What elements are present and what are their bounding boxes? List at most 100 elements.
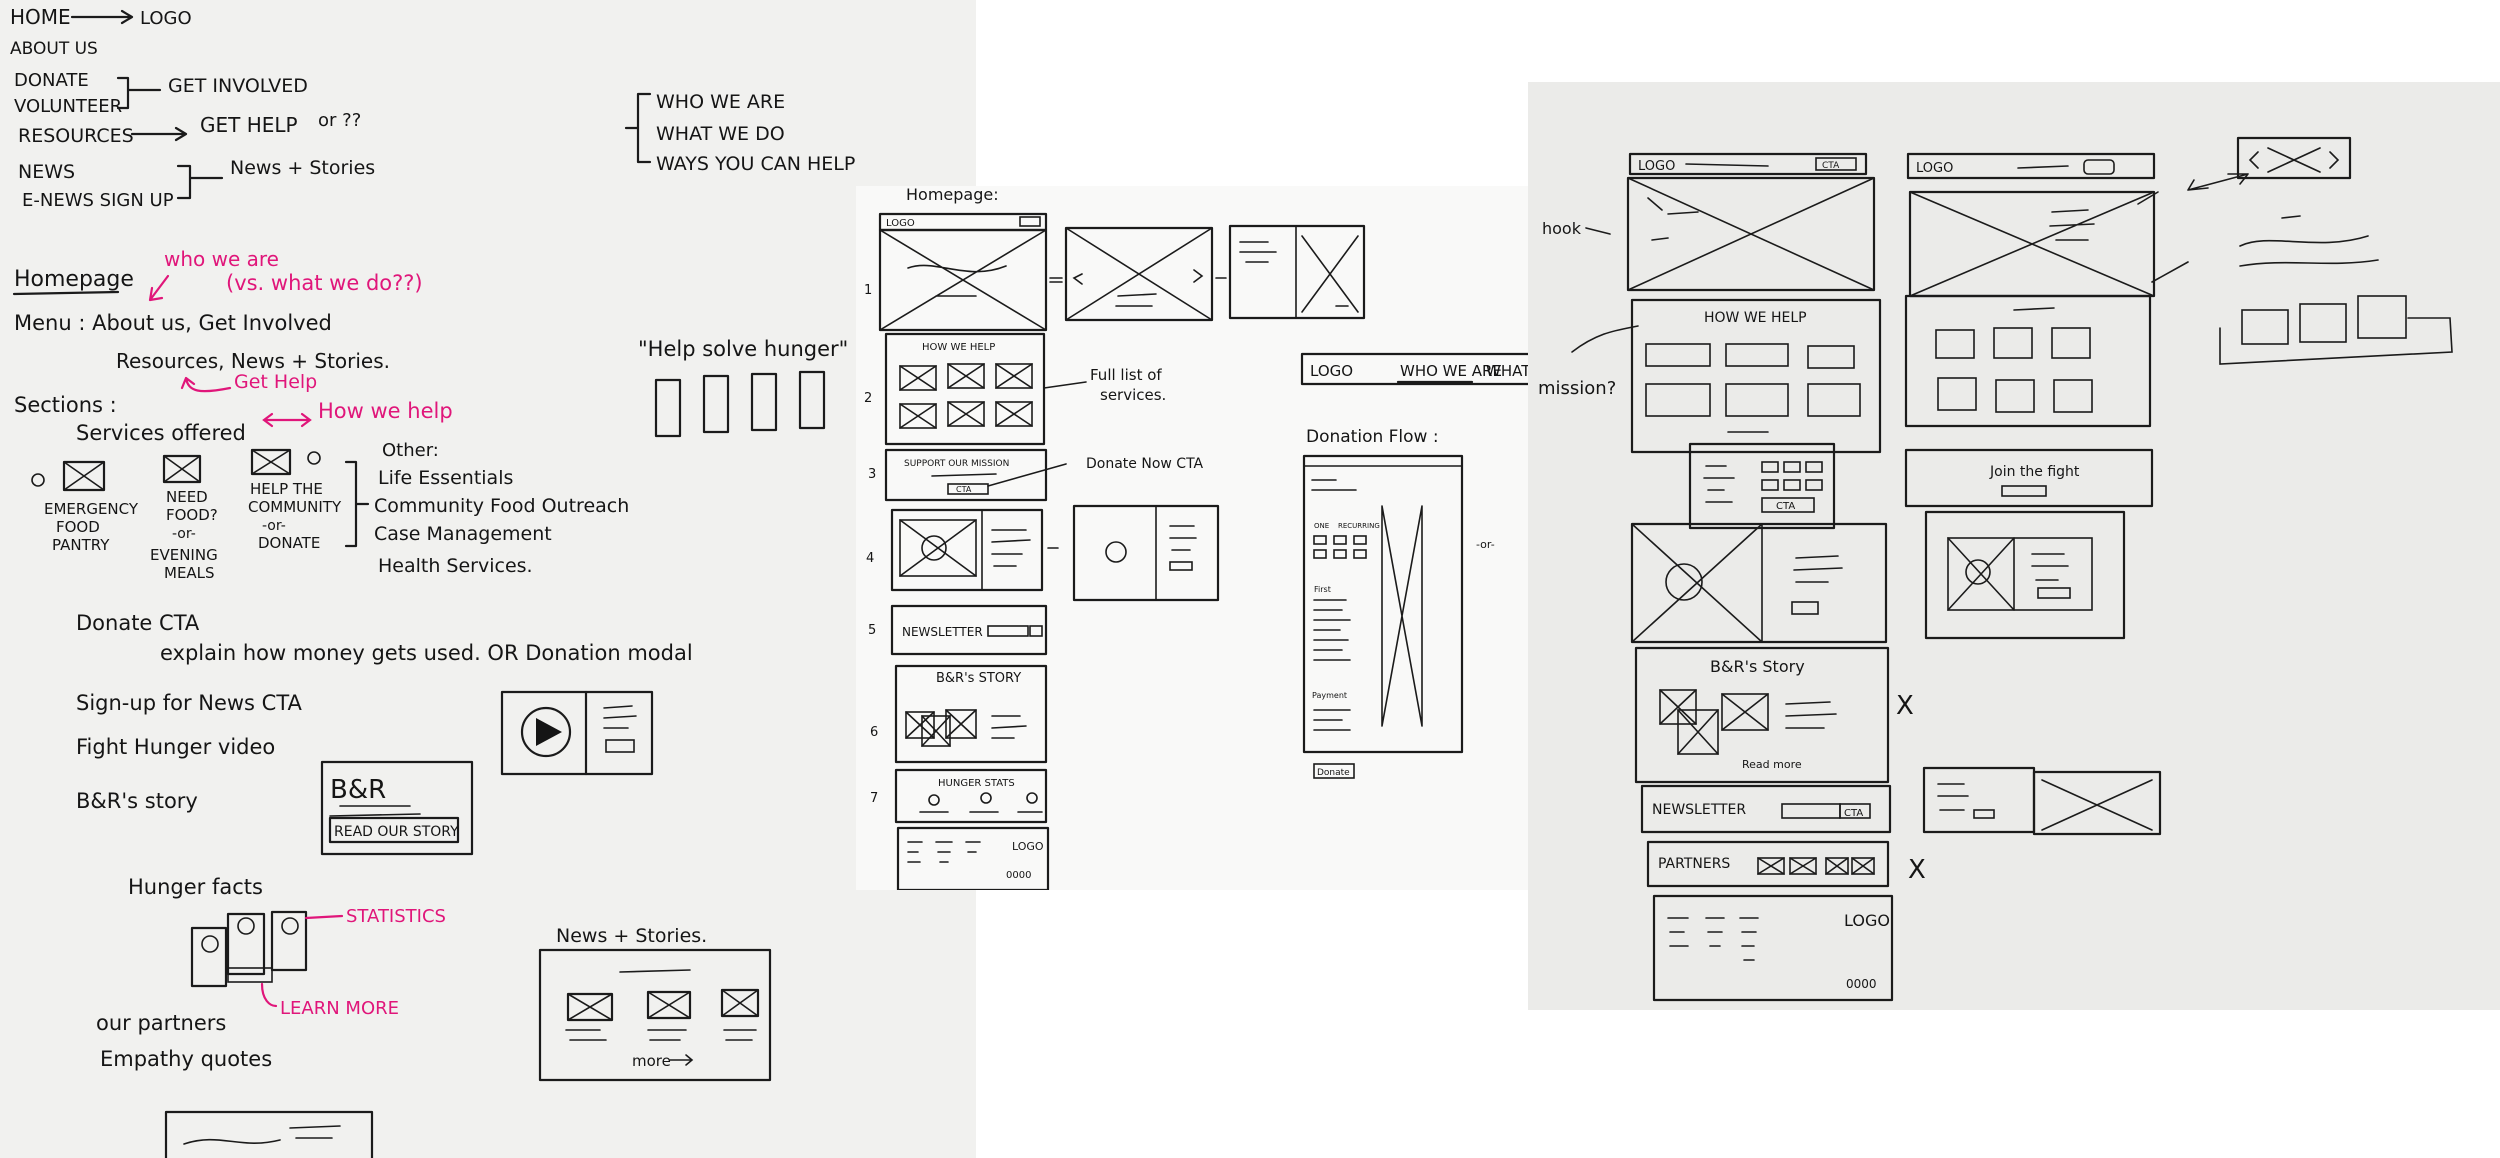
wf-full-list: Full list of: [1090, 366, 1162, 384]
wf-footer-logo: LOGO: [1012, 840, 1044, 853]
donate-cta: Donate CTA: [76, 611, 200, 635]
explain-note: explain how money gets used. OR Donation…: [160, 641, 693, 665]
learn-more-note: LEARN MORE: [280, 998, 399, 1019]
hunger-facts: Hunger facts: [128, 875, 263, 899]
get-help-note: Get Help: [234, 371, 317, 393]
about-ways: WAYS YOU CAN HELP: [656, 153, 855, 175]
mobile-drawing: LOGO CTA hook mission? HOW WE HELP CTA B…: [1538, 136, 2453, 1002]
br-story-note: B&R's story: [76, 789, 198, 813]
about-what: WHAT WE DO: [656, 123, 785, 145]
m-br-story: B&R's Story: [1710, 657, 1805, 676]
sitemap-or: or ??: [318, 110, 361, 131]
wf-services: services.: [1100, 386, 1166, 404]
row-6: 6: [870, 725, 878, 740]
m-cta: CTA: [1822, 161, 1840, 171]
m-logo: LOGO: [1638, 159, 1675, 174]
donation-flow-title: Donation Flow :: [1306, 427, 1439, 447]
services-offered: Services offered: [76, 421, 246, 445]
wf-br-story: B&R's STORY: [936, 671, 1021, 686]
notes-sheet: HOME LOGO ABOUT US DONATE VOLUNTEER GET …: [0, 0, 976, 1158]
svc-community: COMMUNITY: [248, 498, 342, 516]
help-solve-hunger: "Help solve hunger": [638, 337, 848, 361]
wf-footer-icons: 0000: [1006, 870, 1031, 881]
svc-evening: EVENING: [150, 546, 218, 564]
svc-pantry: PANTRY: [52, 536, 110, 554]
m-cta2: CTA: [1776, 501, 1795, 512]
other-1: Community Food Outreach: [374, 495, 629, 517]
other-0: Life Essentials: [378, 467, 513, 489]
m-mission: mission?: [1538, 378, 1616, 399]
sitemap-logo: LOGO: [140, 8, 192, 29]
news-more: more: [632, 1052, 671, 1070]
sections-label: Sections :: [14, 393, 117, 417]
row-7: 7: [870, 791, 878, 806]
sitemap-news: NEWS: [18, 161, 75, 183]
nav-logo: LOGO: [1310, 362, 1353, 380]
statistics-note: STATISTICS: [346, 906, 446, 927]
wf-hunger-stats: HUNGER STATS: [938, 778, 1015, 789]
sitemap-donate: DONATE: [14, 70, 89, 91]
svc-emergency: EMERGENCY: [44, 500, 139, 518]
br-box-title: B&R: [330, 775, 386, 805]
homepage-title: Homepage: [14, 267, 134, 292]
df-or: -or-: [1476, 538, 1495, 551]
svc-meals: MEALS: [164, 564, 215, 582]
our-partners: our partners: [96, 1011, 226, 1035]
sitemap-volunteer: VOLUNTEER: [14, 96, 122, 117]
wf-donate-now: Donate Now CTA: [1086, 456, 1204, 472]
about-who: WHO WE ARE: [656, 91, 785, 113]
other-label: Other:: [382, 440, 439, 461]
row-3: 3: [868, 467, 876, 482]
m-partners: PARTNERS: [1658, 856, 1730, 872]
sitemap-get-help: GET HELP: [200, 113, 298, 137]
how-we-help-note: How we help: [318, 399, 453, 423]
df-payment: Payment: [1312, 691, 1347, 700]
row-4: 4: [866, 551, 874, 566]
svc-need: NEED: [166, 488, 208, 506]
vs-note: (vs. what we do??): [226, 271, 423, 295]
wf-support: SUPPORT OUR MISSION: [904, 459, 1009, 469]
other-2: Case Management: [374, 523, 552, 545]
wf-newsletter: NEWSLETTER: [902, 625, 983, 639]
row-5: 5: [868, 623, 876, 638]
menu-line: Menu : About us, Get Involved: [14, 311, 332, 335]
m-join-fight: Join the fight: [1989, 464, 2080, 480]
news-stories-title: News + Stories.: [556, 925, 707, 947]
who-we-are-note: who we are: [164, 247, 279, 271]
read-our-story: READ OUR STORY: [334, 824, 459, 840]
svc-or-1: -or-: [172, 526, 196, 542]
m-newsletter: NEWSLETTER: [1652, 802, 1746, 818]
sitemap-get-involved: GET INVOLVED: [168, 75, 308, 97]
row-1: 1: [864, 283, 872, 298]
other-3: Health Services.: [378, 555, 533, 577]
svc-help-the: HELP THE: [250, 480, 323, 498]
sitemap-about: ABOUT US: [10, 39, 98, 59]
homepage-wf-title: Homepage:: [906, 186, 999, 204]
sitemap-news-stories: News + Stories: [230, 157, 375, 179]
fight-video: Fight Hunger video: [76, 735, 275, 759]
signup-cta: Sign-up for News CTA: [76, 691, 303, 715]
m-read-more: Read more: [1742, 758, 1802, 771]
nav-who: WHO WE ARE: [1400, 362, 1502, 380]
df-donate: Donate: [1317, 768, 1350, 778]
df-recurring: RECURRING: [1338, 522, 1380, 530]
mobile-sheet: LOGO CTA hook mission? HOW WE HELP CTA B…: [1528, 82, 2500, 1010]
svc-donate: DONATE: [258, 534, 320, 552]
m-cta3: CTA: [1844, 808, 1863, 819]
wireframe-sheet: Homepage: 1 LOGO 2 HOW WE HELP Full list…: [856, 186, 1528, 890]
wireframe-drawing: Homepage: 1 LOGO 2 HOW WE HELP Full list…: [864, 186, 1528, 890]
df-first: First: [1314, 585, 1331, 594]
wf-cta: CTA: [956, 485, 972, 494]
sitemap-enews: E-NEWS SIGN UP: [22, 190, 174, 211]
svc-food: FOOD: [56, 518, 100, 536]
m-how-we-help: HOW WE HELP: [1704, 310, 1807, 326]
menu-line-2: Resources, News + Stories.: [116, 349, 390, 373]
m-x-mark: X: [1896, 691, 1914, 721]
nav-what: WHAT W: [1486, 362, 1528, 380]
wf-logo: LOGO: [886, 218, 915, 229]
m-footer-logo: LOGO: [1844, 911, 1890, 930]
m-x-mark-2: X: [1908, 855, 1926, 885]
m-hook: hook: [1542, 219, 1582, 238]
notes-drawing: HOME LOGO ABOUT US DONATE VOLUNTEER GET …: [10, 5, 855, 1158]
wf-how-we-help: HOW WE HELP: [922, 342, 995, 353]
